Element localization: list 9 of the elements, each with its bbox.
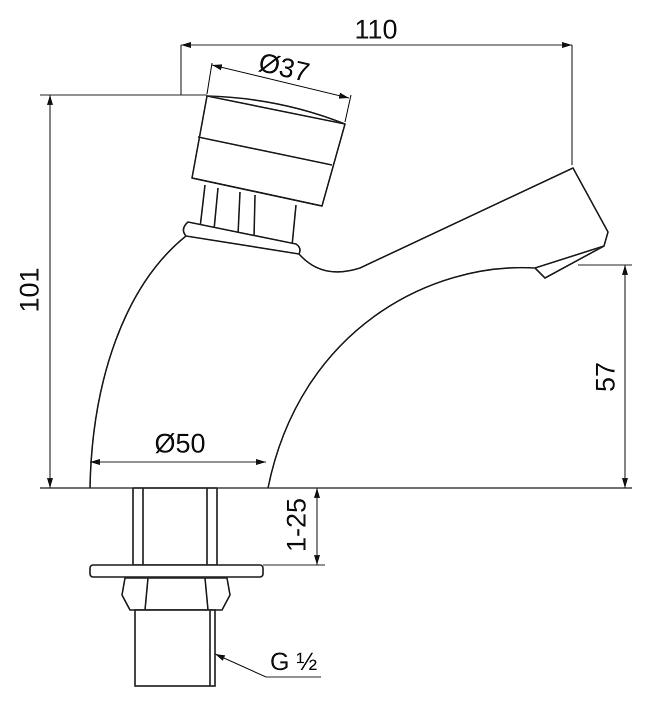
dimension-label: Ø50	[154, 430, 206, 458]
dimension-label: 57	[592, 362, 620, 392]
callout-label: G ½	[266, 648, 322, 677]
leader-line	[214, 654, 321, 678]
dimension-label: 1-25	[284, 498, 310, 552]
dimension-label: 110	[354, 16, 398, 44]
dimension-label: 101	[16, 267, 44, 313]
dimension-label: Ø37	[256, 49, 312, 87]
threaded-pipe	[134, 609, 216, 687]
